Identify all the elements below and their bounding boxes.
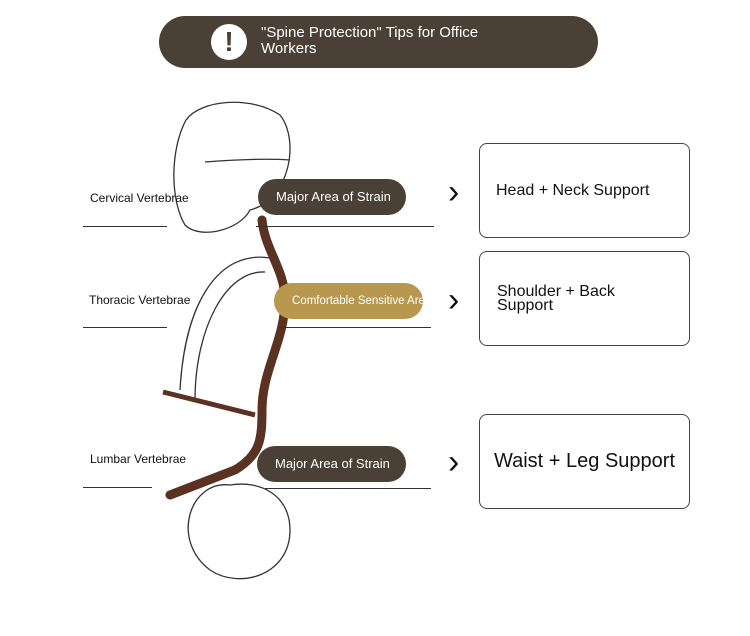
strain-tag: Major Area of Strain bbox=[258, 179, 406, 215]
thoracic-label: Thoracic Vertebrae bbox=[89, 293, 191, 307]
chevron-right-icon: › bbox=[448, 281, 460, 319]
head-line bbox=[204, 158, 291, 163]
support-box-shoulder-back: Shoulder + Back Support bbox=[479, 251, 690, 346]
support-label: Shoulder + Back Support bbox=[497, 282, 615, 314]
support-box-head-neck: Head + Neck Support bbox=[479, 143, 690, 238]
divider bbox=[265, 488, 431, 489]
chevron-right-icon: › bbox=[448, 443, 460, 481]
lumbar-label: Lumbar Vertebrae bbox=[90, 452, 187, 466]
divider bbox=[83, 226, 167, 227]
title-banner: ! "Spine Protection" Tips for Office Wor… bbox=[159, 16, 598, 68]
seat-outline bbox=[187, 483, 291, 580]
support-box-waist-leg: Waist + Leg Support bbox=[479, 414, 690, 509]
support-label: Head + Neck Support bbox=[496, 181, 650, 199]
divider bbox=[256, 226, 434, 227]
divider bbox=[83, 487, 152, 488]
comfort-tag: Comfortable Sensitive Area bbox=[274, 283, 423, 319]
divider bbox=[278, 327, 431, 328]
cervical-label: Cervical Vertebrae bbox=[90, 191, 189, 205]
spine bbox=[165, 215, 290, 500]
support-label: Waist + Leg Support bbox=[493, 450, 676, 472]
chevron-right-icon: › bbox=[448, 173, 460, 211]
arm bbox=[162, 389, 256, 418]
head-outline bbox=[173, 101, 291, 233]
back-outline bbox=[179, 256, 271, 401]
divider bbox=[83, 327, 167, 328]
strain-tag: Major Area of Strain bbox=[257, 446, 406, 482]
exclamation-icon: ! bbox=[211, 24, 247, 60]
banner-title: "Spine Protection" Tips for Office Worke… bbox=[261, 24, 479, 57]
